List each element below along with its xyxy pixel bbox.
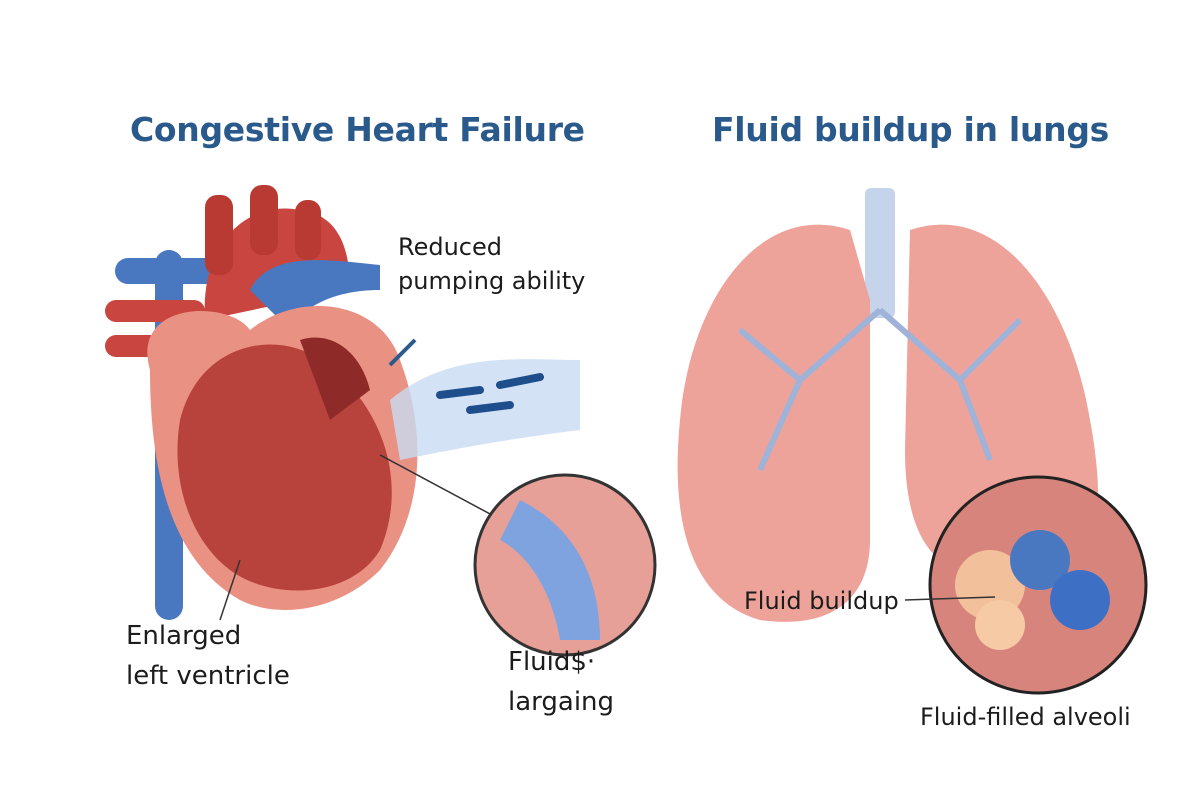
trachea [865,188,895,318]
label-line: left ventricle [126,661,290,691]
fluid-buildup-label: Fluid buildup [744,587,899,615]
arrow-icon [388,338,417,367]
label-line: Fluid$· [508,647,596,677]
heart-title: Congestive Heart Failure [130,110,585,149]
lungs-illustration [677,188,1148,695]
label-line: pumping ability [398,267,586,295]
alveoli-label: Fluid-filled alveoli [920,703,1131,731]
lungs-title: Fluid buildup in lungs [712,110,1109,149]
label-line: Reduced [398,233,503,261]
left-lung [677,224,870,622]
enlarged-ventricle-label: Enlarged left ventricle [126,616,290,696]
fluids-label: Fluid$· largaing [508,642,614,722]
reduced-pumping-label: Reduced pumping ability [398,230,585,298]
label-line: Enlarged [126,621,242,651]
label-line: largaing [508,687,615,717]
heart-illustration [105,185,657,657]
